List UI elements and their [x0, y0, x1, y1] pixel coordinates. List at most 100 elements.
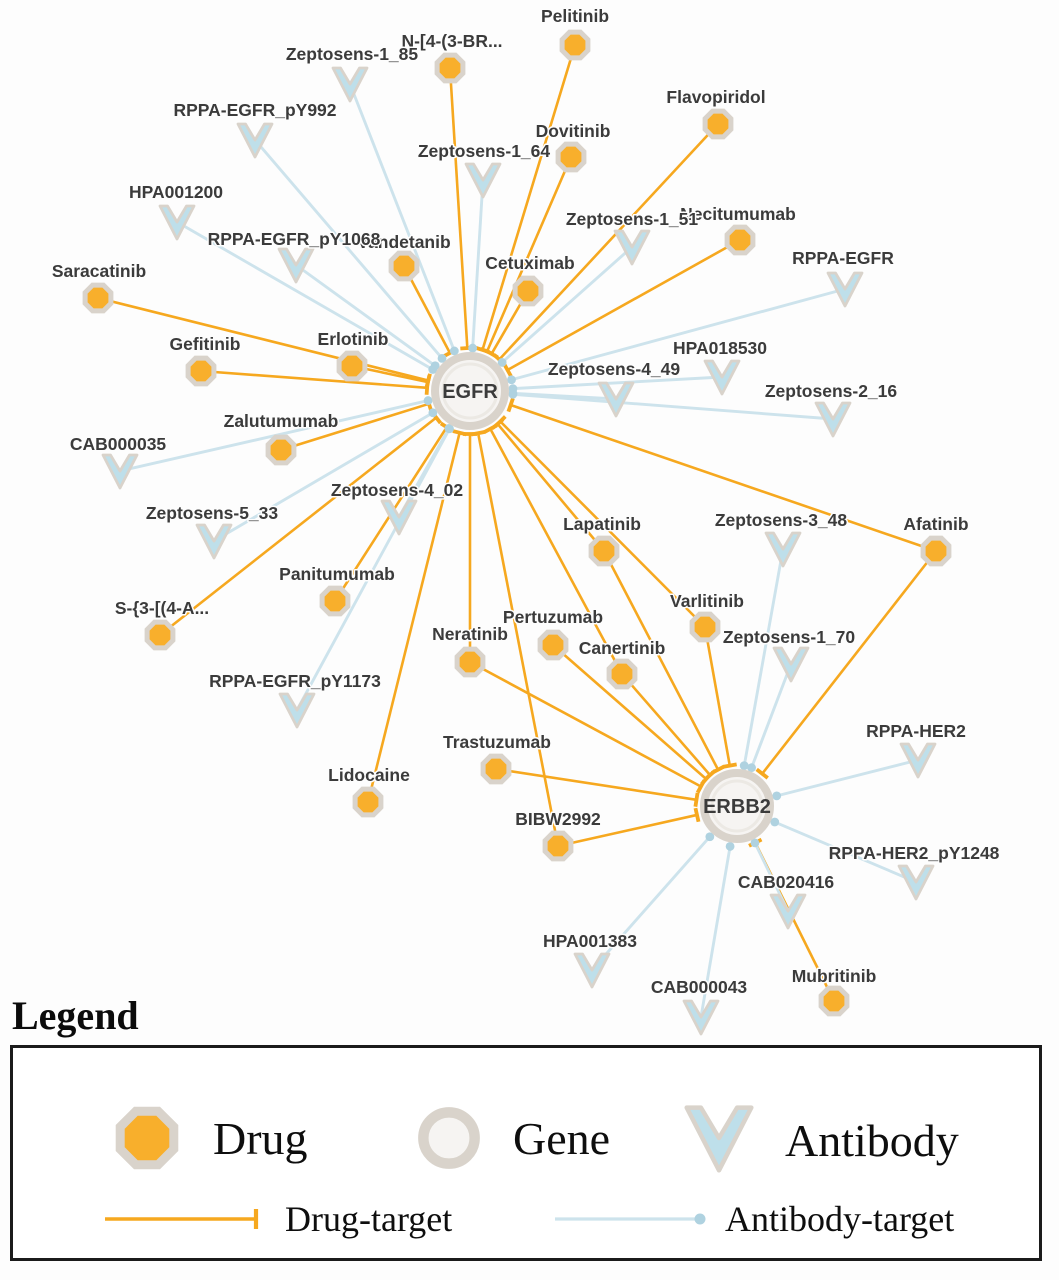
- antibody-edge-dot: [449, 346, 459, 356]
- antibody-label: HPA001200: [129, 182, 223, 202]
- drug-target-edge: [97, 296, 429, 382]
- inhibit-tee: [483, 423, 498, 434]
- drug-node[interactable]: [336, 350, 368, 382]
- antibody-node[interactable]: [826, 271, 864, 308]
- drug-label: BIBW2992: [515, 809, 601, 829]
- drug-label: Dovitinib: [536, 121, 611, 141]
- drug-node[interactable]: [559, 29, 591, 61]
- drug-node[interactable]: [82, 282, 114, 314]
- antibody-node[interactable]: [764, 531, 802, 568]
- drug-target-edge: [366, 432, 461, 803]
- antibody-node[interactable]: [682, 999, 720, 1036]
- drug-label: Cetuximab: [485, 253, 574, 273]
- antibody-node[interactable]: [278, 692, 316, 729]
- antibody-edge-dot: [747, 763, 756, 773]
- drug-node[interactable]: [724, 224, 756, 256]
- antibody-node[interactable]: [703, 359, 741, 396]
- inhibit-tee: [693, 807, 701, 823]
- drug-target-edge-icon: [105, 1209, 259, 1229]
- drug-node[interactable]: [454, 646, 486, 678]
- antibody-node[interactable]: [814, 401, 852, 438]
- antibody-target-edge-icon: [555, 1213, 706, 1225]
- antibody-node[interactable]: [597, 381, 635, 418]
- antibody-target-edge: [501, 245, 633, 364]
- antibody-label: RPPA-EGFR_pY992: [173, 100, 336, 120]
- drug-node[interactable]: [388, 250, 420, 282]
- antibody-label: RPPA-HER2_pY1248: [829, 843, 1000, 863]
- antibody-target-edge: [295, 263, 437, 367]
- drug-label: Gefitinib: [170, 334, 241, 354]
- drug-target-edge: [200, 369, 428, 390]
- antibody-edge-dot: [497, 358, 507, 367]
- drug-node[interactable]: [319, 585, 351, 617]
- antibody-node[interactable]: [464, 162, 502, 199]
- antibody-node[interactable]: [195, 523, 233, 560]
- antibody-node[interactable]: [101, 453, 139, 490]
- drug-node[interactable]: [689, 611, 721, 643]
- antibody-target-edge: [512, 375, 723, 391]
- antibody-node[interactable]: [331, 66, 369, 103]
- drug-target-edge: [448, 67, 469, 349]
- drug-label: Mubritinib: [792, 966, 877, 986]
- drug-node[interactable]: [185, 355, 217, 387]
- drug-node[interactable]: [588, 535, 620, 567]
- antibody-node[interactable]: [236, 122, 274, 159]
- antibody-node[interactable]: [158, 204, 196, 241]
- drug-target-edge: [510, 403, 937, 553]
- drug-target-edge: [476, 432, 560, 847]
- antibody-target-edge: [471, 179, 485, 349]
- antibody-edge-dot: [705, 832, 715, 842]
- antibody-node[interactable]: [277, 247, 315, 284]
- drug-target-edge: [481, 44, 577, 351]
- drug-node[interactable]: [352, 786, 384, 818]
- antibody-edge-dot: [725, 842, 735, 851]
- drug-node[interactable]: [512, 275, 544, 307]
- drug-label: Lidocaine: [328, 765, 410, 785]
- antibody-node[interactable]: [772, 646, 810, 683]
- drug-label: Erlotinib: [318, 329, 389, 349]
- drug-node[interactable]: [542, 830, 574, 862]
- drug-label: Zalutumumab: [224, 411, 339, 431]
- antibody-label: CAB000035: [70, 434, 167, 454]
- drug-target-edge: [506, 238, 741, 372]
- drug-target-edge: [557, 813, 698, 848]
- drug-node[interactable]: [818, 985, 850, 1017]
- antibody-edge-dot: [750, 838, 760, 848]
- antibody-node[interactable]: [769, 893, 807, 930]
- antibody-label: Zeptosens-4_02: [331, 480, 464, 500]
- antibody-node[interactable]: [573, 952, 611, 989]
- inhibit-tee: [506, 397, 515, 413]
- legend-drug-label: Drug: [213, 1112, 308, 1164]
- antibody-target-edge: [213, 411, 434, 543]
- drug-node[interactable]: [480, 753, 512, 785]
- antibody-node[interactable]: [380, 499, 418, 536]
- legend-drug-target-label: Drug-target: [285, 1199, 453, 1239]
- antibody-label: HPA018530: [673, 338, 767, 358]
- antibody-node[interactable]: [899, 742, 937, 779]
- inhibit-tee: [484, 348, 499, 359]
- drug-node[interactable]: [920, 535, 952, 567]
- drug-target-edge: [621, 673, 712, 776]
- drug-node[interactable]: [606, 658, 638, 690]
- drug-node[interactable]: [555, 141, 587, 173]
- drug-label: S-{3-[(4-A...: [115, 598, 209, 618]
- antibody-edge-dot: [508, 389, 518, 399]
- antibody-target-edge: [511, 287, 846, 382]
- antibody-node[interactable]: [613, 229, 651, 266]
- drug-node[interactable]: [702, 108, 734, 140]
- drug-node[interactable]: [537, 629, 569, 661]
- drug-node[interactable]: [265, 434, 297, 466]
- drug-node[interactable]: [144, 619, 176, 651]
- inhibit-tee: [502, 362, 513, 378]
- drug-node[interactable]: [434, 52, 466, 84]
- antibody-label: Zeptosens-5_33: [146, 503, 279, 523]
- antibody-target-edge: [348, 83, 456, 352]
- drug-target-edge: [496, 423, 605, 552]
- gene-node[interactable]: [431, 352, 509, 430]
- antibody-target-edge: [776, 758, 919, 798]
- antibody-edge-dot: [430, 361, 440, 371]
- antibody-node[interactable]: [897, 864, 935, 901]
- antibody-label: CAB020416: [738, 872, 835, 892]
- drug-target-edge: [495, 767, 697, 802]
- gene-node[interactable]: [700, 769, 774, 843]
